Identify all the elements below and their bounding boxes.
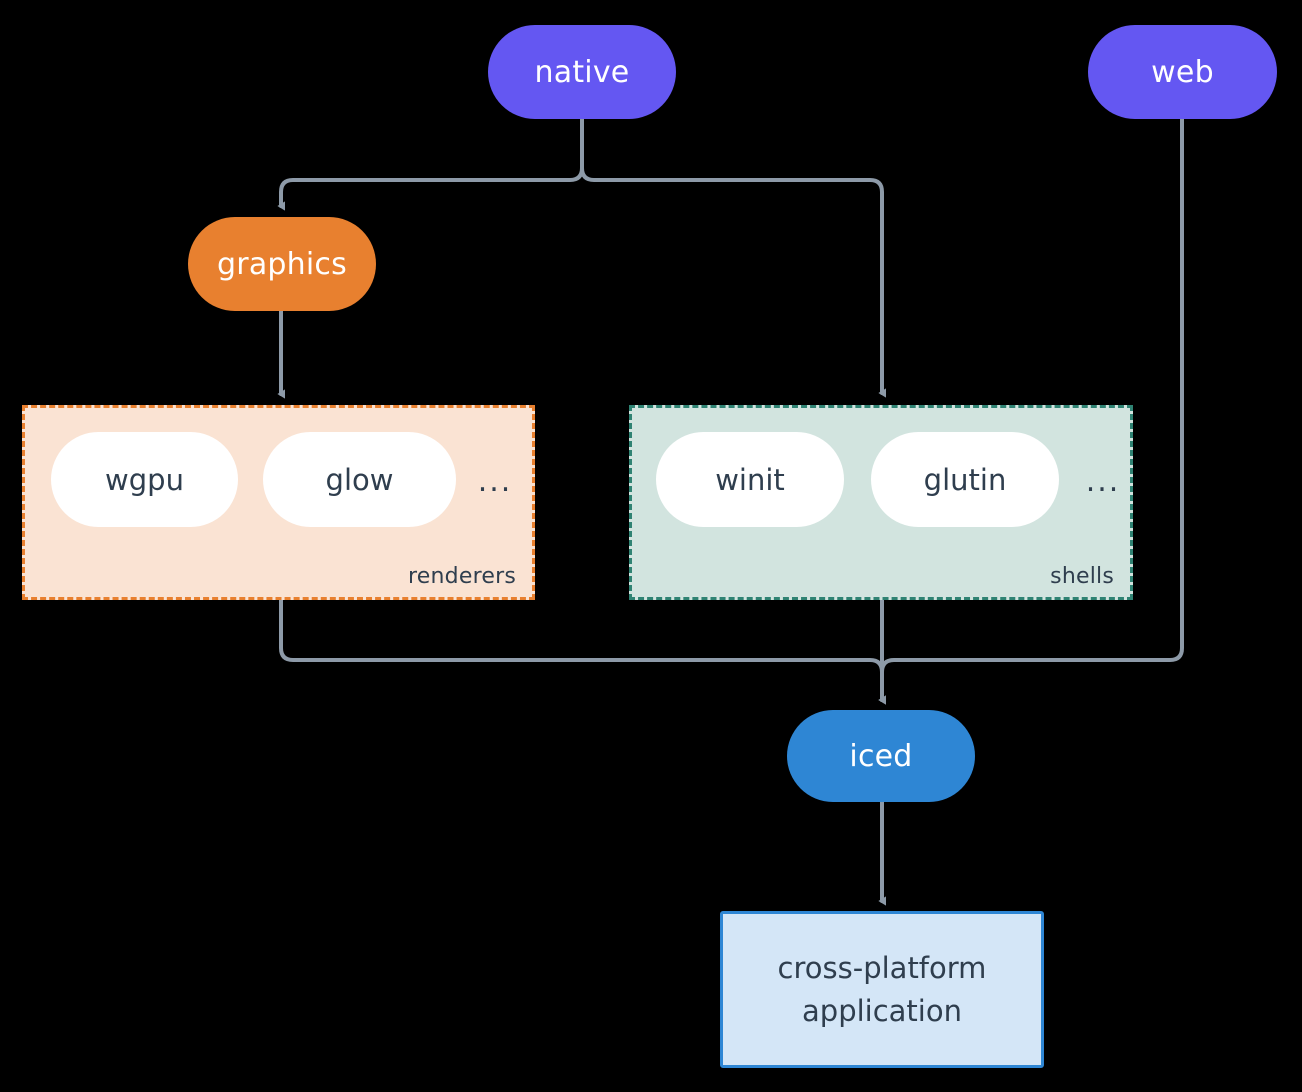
node-native-label: native: [534, 54, 630, 90]
renderers-overflow-ellipsis: ...: [472, 465, 518, 499]
node-winit-label: winit: [715, 462, 785, 497]
shells-overflow-label: ...: [1085, 464, 1121, 499]
edge-renderers-to-iced: [279, 598, 886, 705]
edge-native-split: [277, 117, 584, 211]
node-glow-label: glow: [325, 462, 394, 497]
node-iced-label: iced: [849, 738, 913, 774]
node-iced[interactable]: iced: [787, 710, 975, 802]
node-glutin-label: glutin: [923, 462, 1007, 497]
node-graphics[interactable]: graphics: [188, 217, 376, 311]
node-wgpu[interactable]: wgpu: [51, 432, 238, 527]
node-web-label: web: [1151, 54, 1214, 90]
application-label-line-1: cross-platform: [777, 951, 987, 986]
node-glutin[interactable]: glutin: [871, 432, 1059, 527]
renderers-overflow-label: ...: [477, 464, 513, 499]
edge-web-to-iced: [878, 117, 1184, 705]
edge-native-to-shells: [580, 117, 886, 398]
node-cross-platform-application[interactable]: cross-platform application: [720, 911, 1044, 1068]
group-shells-label: shells: [1050, 564, 1114, 589]
shells-overflow-ellipsis: ...: [1080, 465, 1126, 499]
node-graphics-label: graphics: [217, 246, 347, 282]
application-label-line-2: application: [802, 993, 962, 1028]
node-winit[interactable]: winit: [656, 432, 844, 527]
group-renderers-label: renderers: [408, 564, 516, 589]
node-wgpu-label: wgpu: [105, 462, 184, 497]
node-native[interactable]: native: [488, 25, 676, 119]
node-glow[interactable]: glow: [263, 432, 456, 527]
node-web[interactable]: web: [1088, 25, 1277, 119]
